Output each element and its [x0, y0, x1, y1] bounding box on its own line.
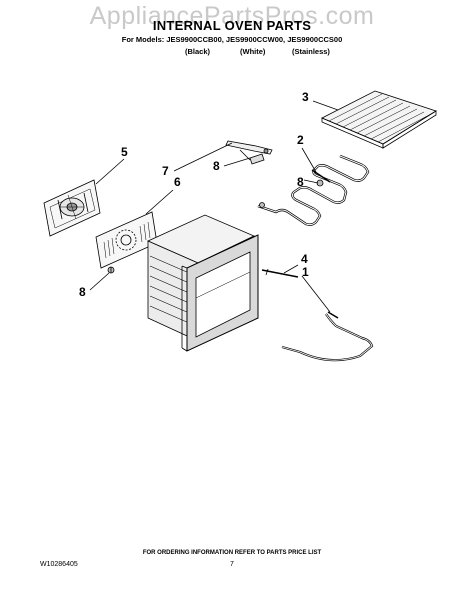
callout-screw-left: 8 [79, 285, 86, 299]
callout-screw-top: 8 [213, 159, 220, 173]
callout-rack: 3 [302, 90, 309, 104]
callout-broil-element: 2 [297, 133, 304, 147]
convection-fan-assembly [43, 179, 101, 237]
callout-screw-element: 8 [297, 175, 304, 189]
callout-temp-sensor: 4 [301, 252, 308, 266]
variant-white: (White) [240, 47, 266, 56]
variant-stainless: (Stainless) [292, 47, 330, 56]
sensor-bracket [225, 140, 273, 165]
site-watermark: AppliancePartsPros.com [89, 2, 375, 30]
oven-rack [321, 90, 437, 149]
ordering-note: FOR ORDERING INFORMATION REFER TO PARTS … [142, 550, 322, 556]
page-title: INTERNAL OVEN PARTS [152, 18, 312, 33]
leader-lines [89, 100, 339, 313]
bake-element [281, 311, 374, 362]
screw-left [107, 266, 115, 274]
variant-black: (Black) [185, 47, 211, 56]
model-list: For Models: JES9900CCB00, JES9900CCW00, … [121, 35, 343, 44]
callout-fan-assembly: 5 [121, 145, 128, 159]
callout-sensor-bracket: 7 [162, 164, 169, 178]
callout-numbers: 3 2 5 7 8 6 8 4 1 8 [79, 90, 309, 299]
callout-fan-cover: 6 [174, 175, 181, 189]
oven-cavity [147, 214, 259, 352]
callout-bake-element: 1 [302, 265, 309, 279]
document-id: W10286405 [40, 561, 78, 568]
page-number: 7 [230, 561, 234, 568]
temperature-sensor [261, 268, 299, 278]
broil-element [257, 154, 370, 226]
